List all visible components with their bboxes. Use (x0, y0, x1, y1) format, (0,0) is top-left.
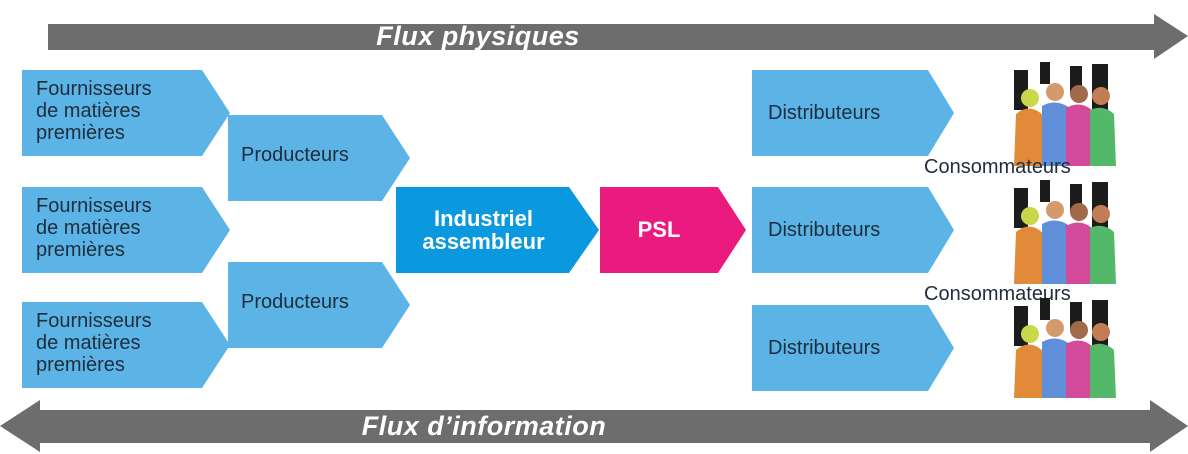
producer-2: Producteurs (228, 262, 410, 348)
producer-2-label: Producteurs (241, 291, 349, 313)
producer-1: Producteurs (228, 115, 410, 201)
distributor-1: Distributeurs (752, 70, 954, 156)
supplier-3-line-1: Fournisseurs (36, 310, 152, 332)
supplier-1-line-2: de matières (36, 100, 141, 122)
distributor-2: Distributeurs (752, 187, 954, 273)
consumers-label-1: Consommateurs (924, 156, 1071, 178)
psl-box: PSL (600, 187, 746, 273)
distributor-1-label: Distributeurs (768, 102, 881, 124)
distributor-3-label: Distributeurs (768, 337, 881, 359)
supplier-2-line-2: de matières (36, 217, 141, 239)
supplier-3-line-3: premières (36, 354, 125, 376)
flux-information-label: Flux d’information (361, 410, 607, 441)
distributor-3: Distributeurs (752, 305, 954, 391)
consumers-icon (1014, 180, 1116, 284)
distributor-2-label: Distributeurs (768, 219, 881, 241)
industriel-line-1: Industriel (433, 206, 533, 231)
producer-1-label: Producteurs (241, 144, 349, 166)
supplier-2-line-1: Fournisseurs (36, 195, 152, 217)
flux-physiques-label: Flux physiques (376, 21, 580, 51)
industriel-assembleur: Industriel assembleur (396, 187, 599, 273)
psl-label: PSL (637, 217, 681, 242)
consumers-label-2: Consommateurs (924, 283, 1071, 305)
supplier-3-line-2: de matières (36, 332, 141, 354)
supplier-2: Fournisseurs de matières premières (22, 187, 230, 273)
supplier-1-line-1: Fournisseurs (36, 78, 152, 100)
supplier-2-line-3: premières (36, 239, 125, 261)
consumers-icon (1014, 298, 1116, 398)
flux-physiques-arrow: Flux physiques (48, 14, 1188, 59)
industriel-line-2: assembleur (422, 229, 545, 254)
supplier-1-line-3: premières (36, 122, 125, 144)
supplier-1: Fournisseurs de matières premières (22, 70, 230, 156)
supplier-3: Fournisseurs de matières premières (22, 302, 230, 388)
consumers-icon (1014, 62, 1116, 166)
